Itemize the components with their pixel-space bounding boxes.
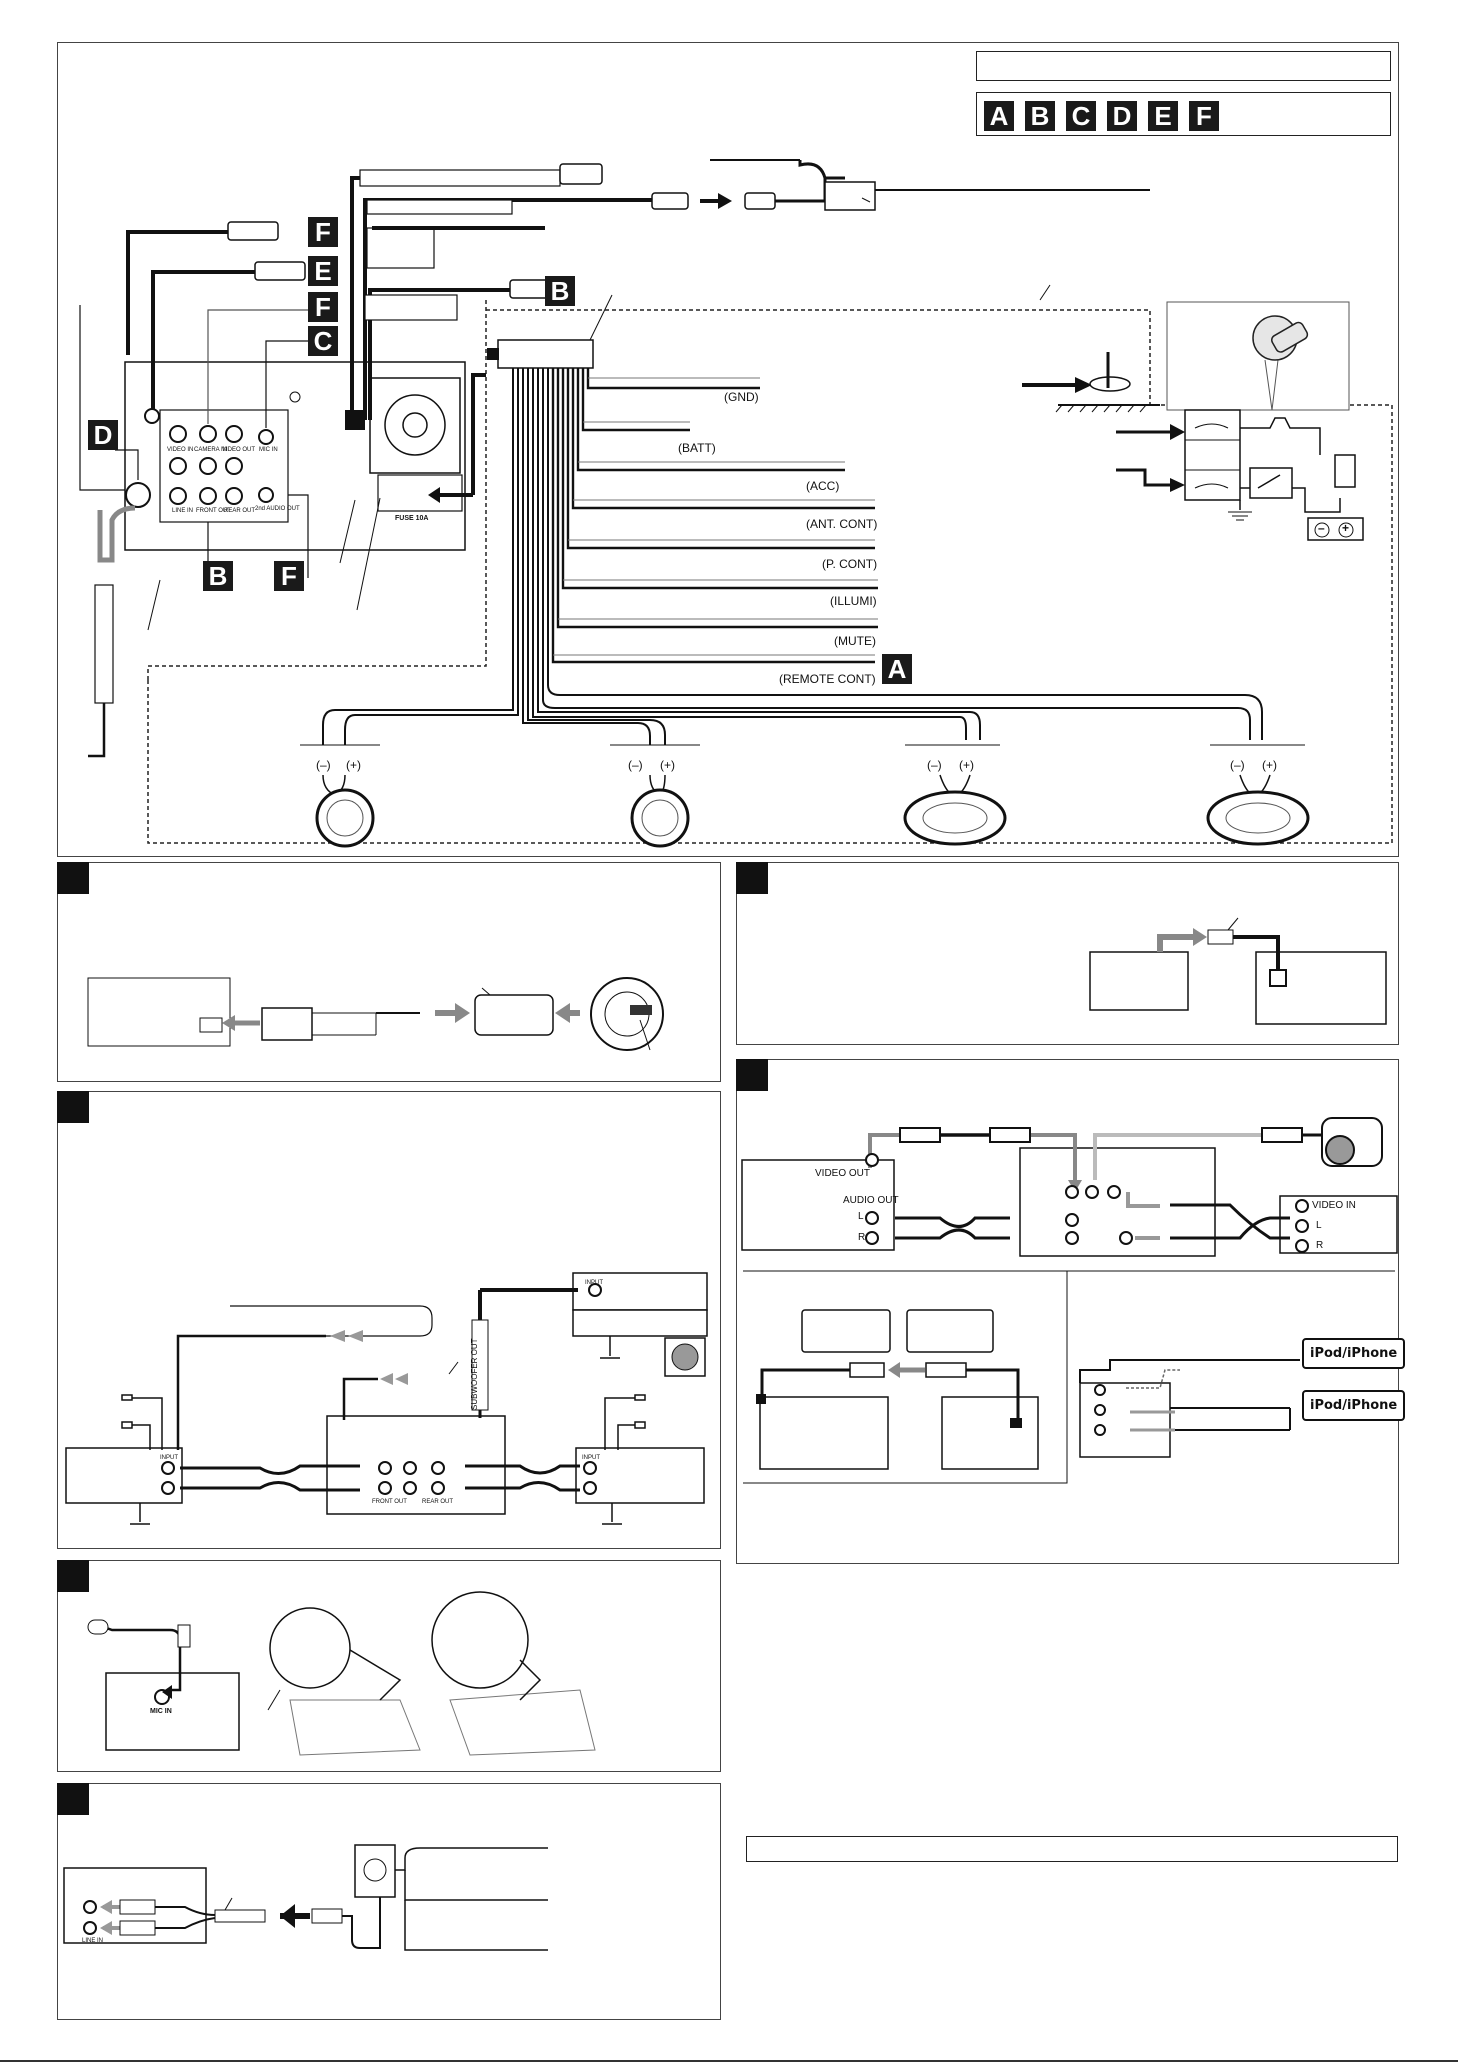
panel-video-out: VIDEO OUT xyxy=(222,447,256,453)
tag-rca-f: F xyxy=(308,292,338,322)
note-box xyxy=(746,1836,1398,1862)
amp-input-sub: INPUT xyxy=(585,1280,603,1286)
section-marker xyxy=(57,1091,89,1123)
panel-video-in: VIDEO IN xyxy=(167,447,194,453)
tag-ext-e: E xyxy=(308,256,338,286)
spk3-plus: (+) xyxy=(959,758,974,772)
av-video-in: VIDEO IN xyxy=(1312,1200,1356,1211)
tag-letter: B xyxy=(1025,101,1055,131)
wire-label-illumi: (ILLUMI) xyxy=(830,594,877,608)
wire-label-acc: (ACC) xyxy=(806,479,840,493)
tag-letter: A xyxy=(984,101,1014,131)
spk1-minus: (–) xyxy=(316,758,331,772)
panel-fuse: FUSE 10A xyxy=(395,515,429,522)
main-diagram-frame xyxy=(57,42,1399,857)
title-blank-box xyxy=(976,51,1391,81)
tag-b-right: B xyxy=(545,276,575,306)
av-r: R xyxy=(858,1232,866,1243)
section-ext-device xyxy=(736,862,1399,1045)
tag-letter: E xyxy=(1148,101,1178,131)
bottom-rule xyxy=(0,2060,1458,2062)
wire-label-remote-cont: (REMOTE CONT) xyxy=(779,672,876,686)
tag-d: D xyxy=(88,420,118,450)
panel-front-out: FRONT OUT xyxy=(196,508,231,514)
section-microphone xyxy=(57,1560,721,1772)
amp-input-left: INPUT xyxy=(160,1455,178,1461)
spk1-plus: (+) xyxy=(346,758,361,772)
tag-letter: F xyxy=(1189,101,1219,131)
amp-rear-out: REAR OUT xyxy=(422,1499,454,1505)
wire-label-gnd: (GND) xyxy=(724,390,759,404)
tag-c: C xyxy=(308,326,338,356)
ipod-iphone-label-1: iPod/iPhone xyxy=(1302,1338,1406,1369)
ipod-iphone-label-2: iPod/iPhone xyxy=(1302,1390,1406,1421)
battery-minus: – xyxy=(1318,521,1325,535)
wire-label-batt: (BATT) xyxy=(678,441,716,455)
panel-2nd-audio: 2nd AUDIO OUT xyxy=(255,506,300,512)
section-marker xyxy=(57,1560,89,1592)
panel-mic-in: MIC IN xyxy=(259,447,278,453)
panel-line-in: LINE IN xyxy=(172,508,194,514)
av-video-in-l: L xyxy=(1316,1220,1322,1231)
wire-label-mute: (MUTE) xyxy=(834,634,876,648)
av-video-in-r: R xyxy=(1316,1240,1324,1251)
amp-input-right: INPUT xyxy=(582,1455,600,1461)
panel-rear-out: REAR OUT xyxy=(224,508,256,514)
spk3-minus: (–) xyxy=(927,758,942,772)
spk2-minus: (–) xyxy=(628,758,643,772)
wire-label-p-cont: (P. CONT) xyxy=(822,557,878,571)
tag-letter: D xyxy=(1107,101,1137,131)
spk2-plus: (+) xyxy=(660,758,675,772)
section-line-in xyxy=(57,1783,721,2020)
section-marker xyxy=(57,1783,89,1815)
battery-plus: + xyxy=(1342,521,1350,535)
section-av-connection xyxy=(736,1059,1399,1564)
spk4-plus: (+) xyxy=(1262,758,1277,772)
tag-letter: C xyxy=(1066,101,1096,131)
amp-front-out: FRONT OUT xyxy=(372,1499,407,1505)
section-steering-remote xyxy=(57,862,721,1082)
panel-camera-in: CAMERA IN xyxy=(194,447,228,453)
section-amplifier xyxy=(57,1091,721,1549)
av-audio-out: AUDIO OUT xyxy=(843,1195,899,1206)
mic-in-label: MIC IN xyxy=(150,1708,172,1715)
tag-a-remote: A xyxy=(882,654,912,684)
av-l: L xyxy=(858,1211,864,1222)
tag-f-bottom: F xyxy=(274,561,304,591)
section-marker xyxy=(57,862,89,894)
section-marker xyxy=(736,862,768,894)
tag-b-bottom: B xyxy=(203,561,233,591)
wire-label-ant-cont: (ANT. CONT) xyxy=(806,517,878,531)
tag-usb-f: F xyxy=(308,217,338,247)
section-marker xyxy=(736,1059,768,1091)
spk4-minus: (–) xyxy=(1230,758,1245,772)
line-in-label: LINE IN xyxy=(82,1938,104,1944)
av-video-out: VIDEO OUT xyxy=(815,1168,871,1179)
